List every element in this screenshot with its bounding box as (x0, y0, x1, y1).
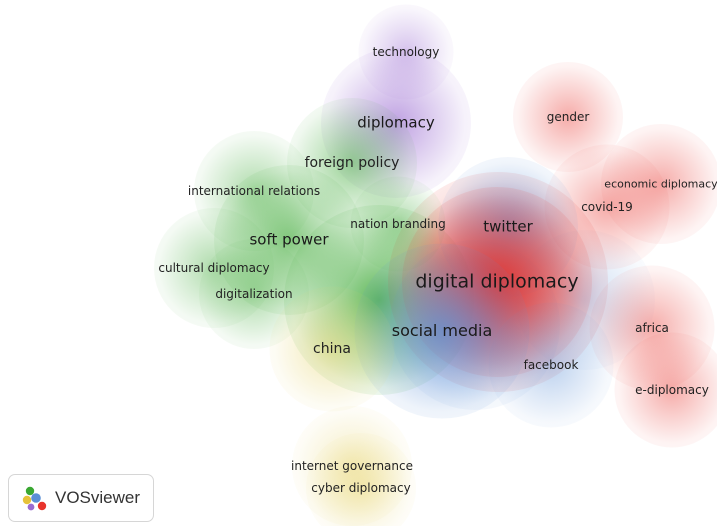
density-cluster-china (269, 286, 395, 412)
term-label-diplomacy: diplomacy (357, 113, 435, 132)
vosviewer-badge: VOSviewer (8, 474, 154, 522)
term-label-cyber-diplomacy: cyber diplomacy (311, 481, 411, 495)
term-label-economic-diplomacy: economic diplomacy (604, 177, 717, 191)
term-label-africa: africa (635, 321, 669, 335)
density-cluster-africa (589, 265, 715, 391)
density-cluster-cyber-diplomacy (306, 433, 416, 526)
term-label-international-relations: international relations (187, 184, 321, 198)
term-label-nation-branding: nation branding (350, 217, 446, 231)
term-label-technology: technology (372, 45, 440, 59)
density-cluster-e-diplomacy (614, 332, 717, 448)
vosviewer-label: VOSviewer (55, 488, 141, 507)
term-label-internet-governance: internet governance (291, 459, 413, 473)
term-label-china: china (313, 341, 351, 357)
term-label-soft-power: soft power (249, 230, 329, 249)
term-label-foreign-policy: foreign policy (304, 155, 400, 171)
density-cluster-economic-diplomacy (601, 124, 717, 244)
density-cluster-facebook (488, 302, 614, 428)
term-label-digital-diplomacy: digital diplomacy (415, 270, 579, 293)
term-label-cultural-diplomacy: cultural diplomacy (158, 261, 270, 275)
term-label-gender: gender (546, 110, 590, 124)
density-cluster-gender (513, 62, 623, 172)
term-label-e-diplomacy: e-diplomacy (635, 383, 709, 397)
vosviewer-logo-icon (22, 486, 47, 511)
density-cluster-internet-governance (292, 406, 412, 526)
term-label-facebook: facebook (523, 358, 579, 372)
term-label-digitalization: digitalization (215, 287, 293, 301)
term-label-social-media: social media (391, 321, 493, 340)
term-label-covid-19: covid-19 (581, 200, 633, 214)
density-cluster-cultural-diplomacy (154, 208, 274, 328)
term-label-twitter: twitter (483, 217, 533, 236)
